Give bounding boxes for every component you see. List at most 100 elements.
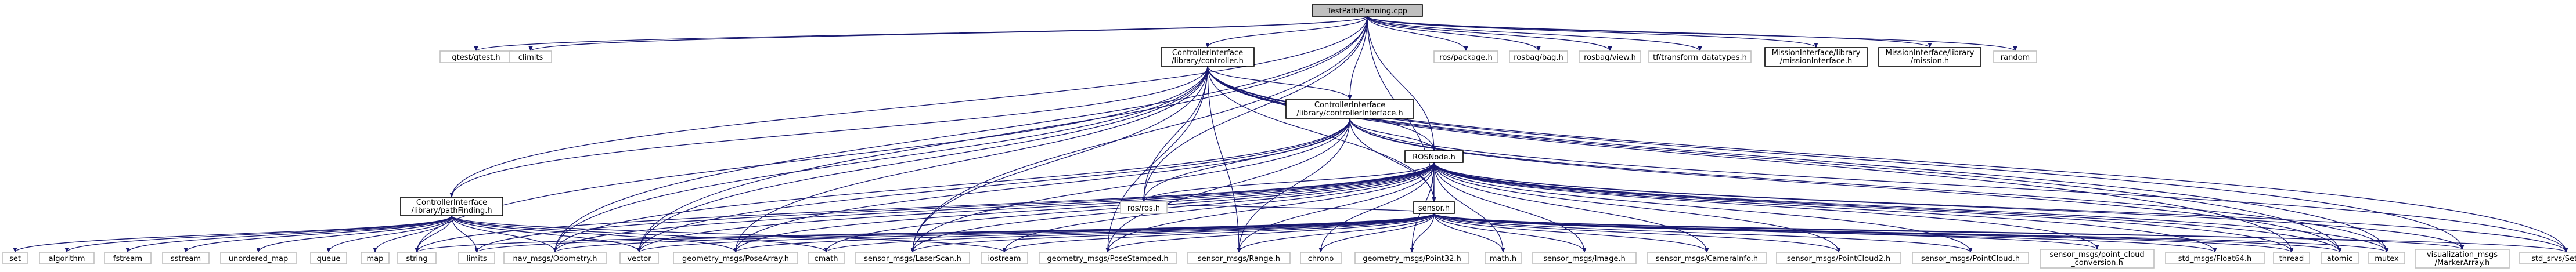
- node-box: [162, 252, 210, 264]
- node-point32[interactable]: geometry_msgs/Point32.h: [1354, 252, 1469, 264]
- edge-pathfinding-to-limits: [451, 215, 479, 253]
- edge-sensor-to-pointcloud: [1433, 213, 1973, 253]
- node-box: [503, 252, 607, 264]
- node-label: climits: [518, 53, 543, 62]
- node-box: [673, 252, 798, 264]
- node-string[interactable]: string: [397, 252, 437, 264]
- edge-controller_iface-to-atomic: [1349, 118, 2342, 253]
- node-climits[interactable]: climits: [509, 50, 552, 63]
- node-pathfinding[interactable]: ControllerInterface/library/pathFinding.…: [400, 197, 503, 216]
- edge-sensor-to-mutex: [1433, 213, 2389, 253]
- node-chrono[interactable]: chrono: [1300, 252, 1342, 264]
- edge-sensor-to-mathh: [1433, 213, 1505, 253]
- node-label: std_srvs/SetBool.h: [2531, 255, 2576, 263]
- node-controller-iface[interactable]: ControllerInterface/library/controllerIn…: [1285, 99, 1414, 119]
- edge-sensor-to-posestamped: [1105, 213, 1435, 253]
- node-pointcloud[interactable]: sensor_msgs/PointCloud.h: [1912, 252, 2029, 264]
- node-rosbag-bag[interactable]: rosbag/bag.h: [1509, 50, 1568, 63]
- node-label: MissionInterface/library: [1772, 49, 1861, 57]
- node-label: sensor_msgs/LaserScan.h: [864, 255, 961, 263]
- edge-controller-to-mutex: [1207, 66, 2389, 253]
- edge-rosnode-to-pointcloud: [1433, 162, 1973, 253]
- node-vector[interactable]: vector: [619, 252, 659, 264]
- node-box: [458, 252, 495, 264]
- edge-sensor-to-point32: [1410, 213, 1435, 253]
- node-markerarray[interactable]: visualization_msgs/MarkerArray.h: [2415, 249, 2510, 269]
- edge-sensor-to-float64: [1433, 213, 2217, 253]
- edge-rosnode-to-chrono: [1318, 162, 1435, 253]
- node-fstream[interactable]: fstream: [104, 252, 152, 264]
- edge-root-to-rosnode: [1367, 16, 1436, 151]
- edge-controller-to-string: [415, 66, 1208, 253]
- edge-sensor-to-vector: [637, 213, 1435, 253]
- node-mission[interactable]: MissionInterface/library/mission.h: [1878, 47, 1981, 67]
- node-rosnode[interactable]: ROSNode.h: [1404, 150, 1464, 163]
- edge-root-to-controller: [1205, 16, 1368, 48]
- edge-pathfinding-to-unordered_map: [256, 215, 452, 253]
- node-iostream[interactable]: iostream: [981, 252, 1028, 264]
- node-label: mutex: [2375, 255, 2399, 263]
- node-sensor[interactable]: sensor.h: [1413, 201, 1455, 214]
- node-box: [1485, 252, 1522, 264]
- node-box: [1579, 50, 1641, 63]
- node-random[interactable]: random: [1993, 50, 2037, 63]
- node-root[interactable]: TestPathPlanning.cpp: [1312, 4, 1423, 17]
- edge-pathfinding-to-vector: [451, 215, 642, 253]
- node-mutex[interactable]: mutex: [2368, 252, 2405, 264]
- node-label: thread: [2279, 255, 2304, 263]
- node-label: geometry_msgs/Point32.h: [1363, 255, 1461, 263]
- node-ros-ros[interactable]: ros/ros.h: [1120, 201, 1168, 214]
- node-odometry[interactable]: nav_msgs/Odometry.h: [503, 252, 607, 264]
- node-label: /library/controller.h: [1172, 57, 1244, 66]
- node-label: sensor.h: [1418, 204, 1450, 213]
- edge-sensor-to-string: [415, 213, 1435, 253]
- edge-sensor-to-setbool: [1433, 213, 2568, 253]
- edge-controller-to-posearray: [733, 66, 1208, 253]
- node-box: [1404, 150, 1464, 163]
- node-gtest[interactable]: gtest/gtest.h: [439, 50, 513, 63]
- node-posestamped[interactable]: geometry_msgs/PoseStamped.h: [1039, 252, 1177, 264]
- node-label: chrono: [1308, 255, 1334, 263]
- edge-pathfinding-to-set: [13, 215, 452, 253]
- node-pc-conversion[interactable]: sensor_msgs/point_cloud_conversion.h: [2040, 249, 2155, 269]
- node-label: iostream: [988, 255, 1021, 263]
- node-image[interactable]: sensor_msgs/Image.h: [1532, 252, 1637, 264]
- node-box: [2273, 252, 2310, 264]
- node-setbool[interactable]: std_srvs/SetBool.h: [2519, 252, 2576, 264]
- node-box: [808, 252, 845, 264]
- node-tf-transform[interactable]: tf/transform_datatypes.h: [1648, 50, 1752, 63]
- node-label: sensor_msgs/point_cloud: [2049, 251, 2144, 259]
- node-thread[interactable]: thread: [2273, 252, 2310, 264]
- node-float64[interactable]: std_msgs/Float64.h: [2165, 252, 2265, 264]
- edge-rosnode-to-pc_conversion: [1433, 162, 2099, 250]
- node-algorithm[interactable]: algorithm: [39, 252, 95, 264]
- edge-pathfinding-to-algorithm: [64, 215, 452, 253]
- node-range[interactable]: sensor_msgs/Range.h: [1187, 252, 1291, 264]
- node-controller[interactable]: ControllerInterface/library/controller.h: [1161, 47, 1255, 67]
- node-mathh[interactable]: math.h: [1485, 252, 1522, 264]
- node-sstream[interactable]: sstream: [162, 252, 210, 264]
- node-box: [1433, 50, 1498, 63]
- node-set[interactable]: set: [2, 252, 28, 264]
- edge-controller-to-odometry: [553, 66, 1208, 253]
- edge-rosnode-to-limits: [474, 162, 1435, 253]
- node-label: rosbag/view.h: [1584, 53, 1636, 62]
- node-atomic[interactable]: atomic: [2321, 252, 2359, 264]
- edge-sensor-to-laserscan: [910, 213, 1435, 253]
- node-box: [400, 197, 503, 216]
- node-pointcloud2[interactable]: sensor_msgs/PointCloud2.h: [1776, 252, 1901, 264]
- node-unordered-map[interactable]: unordered_map: [220, 252, 297, 264]
- node-ros-package[interactable]: ros/package.h: [1433, 50, 1498, 63]
- node-laserscan[interactable]: sensor_msgs/LaserScan.h: [855, 252, 970, 264]
- node-limits[interactable]: limits: [458, 252, 495, 264]
- node-queue[interactable]: queue: [310, 252, 347, 264]
- edge-rosnode-to-pointcloud2: [1433, 162, 1841, 253]
- node-rosbag-view[interactable]: rosbag/view.h: [1579, 50, 1641, 63]
- node-label: atomic: [2327, 255, 2352, 263]
- node-posearray[interactable]: geometry_msgs/PoseArray.h: [673, 252, 798, 264]
- node-mission-iface[interactable]: MissionInterface/library/missionInterfac…: [1764, 47, 1868, 67]
- node-label: sensor_msgs/PointCloud2.h: [1787, 255, 1890, 263]
- node-camerainfo[interactable]: sensor_msgs/CameraInfo.h: [1647, 252, 1767, 264]
- node-map[interactable]: map: [361, 252, 390, 264]
- node-cmath[interactable]: cmath: [808, 252, 845, 264]
